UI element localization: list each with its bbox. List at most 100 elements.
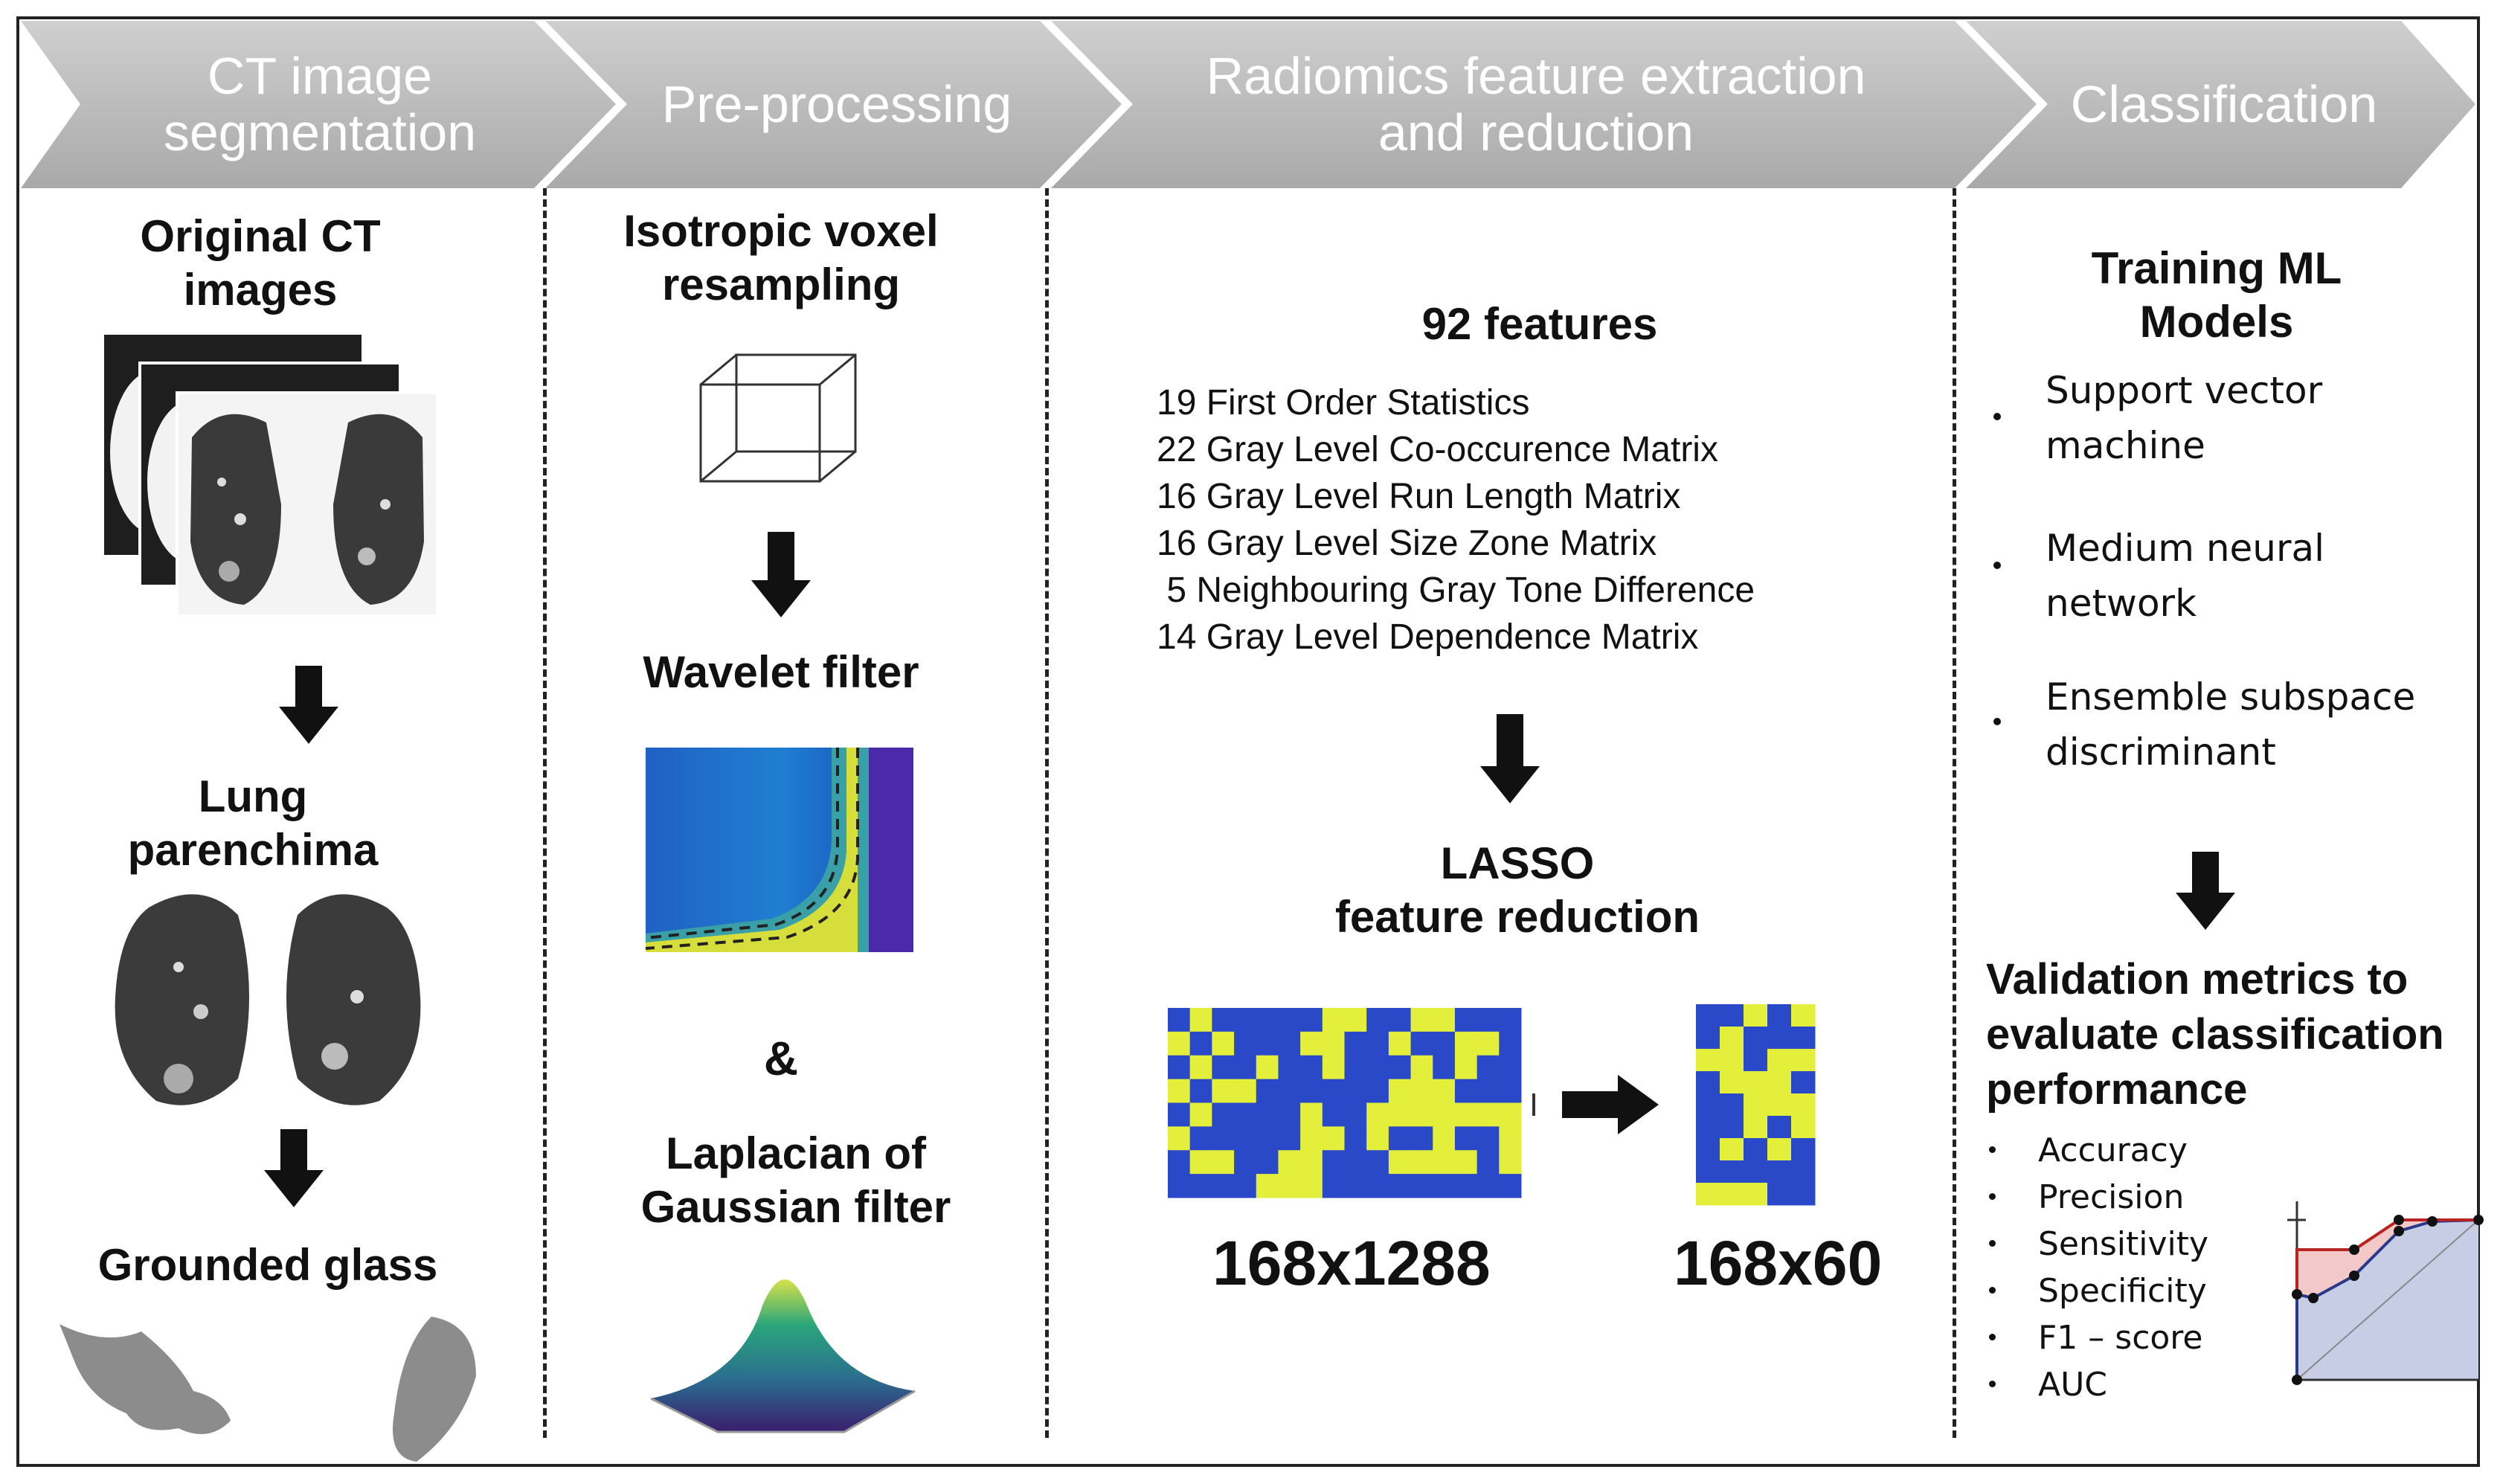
heatmap-cell — [1322, 1055, 1345, 1080]
heatmap-cell — [1300, 1174, 1323, 1198]
heatmap-cell — [1278, 1102, 1301, 1127]
heatmap-cell — [1696, 1183, 1720, 1206]
heatmap-cell — [1278, 1055, 1301, 1080]
heatmap-cell — [1410, 1008, 1433, 1032]
heatmap-cell — [1256, 1150, 1279, 1175]
heatmap-cell — [1454, 1126, 1478, 1151]
heatmap-cell — [1189, 1079, 1212, 1103]
column-divider — [1953, 188, 1956, 1438]
heatmap-cell — [1499, 1031, 1522, 1056]
feature-matrix-after — [1696, 1004, 1816, 1206]
bullet-dot — [1993, 413, 2001, 420]
heatmap-cell — [1212, 1174, 1235, 1198]
original-ct-label: Original CT images — [140, 211, 381, 315]
heatmap-cell — [1212, 1079, 1235, 1103]
heatmap-cell — [1212, 1150, 1235, 1175]
heatmap-cell — [1696, 1093, 1720, 1117]
heatmap-cell — [1767, 1049, 1792, 1072]
heatmap-cell — [1499, 1126, 1522, 1151]
heatmap-cell — [1791, 1138, 1816, 1161]
feature-matrix-before — [1168, 1008, 1522, 1198]
heatmap-cell — [1720, 1183, 1744, 1206]
heatmap-cell — [1476, 1150, 1500, 1175]
heatmap-cell — [1767, 1071, 1792, 1094]
isotropic-voxel-label: Isotropic voxel resampling — [623, 206, 939, 309]
heatmap-cell — [1410, 1126, 1433, 1151]
stage-chevron-4 — [1966, 21, 2475, 188]
heatmap-cell — [1720, 1027, 1744, 1050]
ct-image-stack — [101, 332, 439, 617]
heatmap-cell — [1767, 1116, 1792, 1139]
feature-item: 16 Gray Level Run Length Matrix — [1157, 477, 1681, 516]
heatmap-cell — [1212, 1126, 1235, 1151]
heatmap-cell — [1476, 1174, 1500, 1198]
laplacian-filter-label: Laplacian of Gaussian filter — [640, 1128, 951, 1232]
grounded-glass-label: Grounded glass — [97, 1240, 438, 1290]
grounded-glass-image — [60, 1317, 476, 1462]
heatmap-cell — [1388, 1174, 1412, 1198]
heatmap-cell — [1168, 1102, 1191, 1127]
stage-title-preprocessing: Pre-processing — [661, 74, 1012, 133]
heatmap-cell — [1322, 1174, 1345, 1198]
bullet-dot — [1989, 1193, 1996, 1200]
heatmap-cell — [1189, 1031, 1212, 1056]
heatmap-cell — [1767, 1093, 1792, 1117]
heatmap-cell — [1388, 1055, 1412, 1080]
heatmap-cell — [1720, 1116, 1744, 1139]
heatmap-cell — [1322, 1102, 1345, 1127]
heatmap-cell — [1410, 1055, 1433, 1080]
bullet-dot — [1989, 1334, 1996, 1340]
heatmap-cell — [1791, 1160, 1816, 1183]
heatmap-cell — [1212, 1031, 1235, 1056]
heatmap-cell — [1499, 1079, 1522, 1103]
heatmap-cell — [1433, 1055, 1456, 1080]
heatmap-cell — [1476, 1031, 1500, 1056]
heatmap-cell — [1256, 1102, 1279, 1127]
bullet-dot — [1989, 1240, 1996, 1247]
heatmap-cell — [1344, 1150, 1367, 1175]
feature-item: 5 Neighbouring Gray Tone Difference — [1157, 571, 1755, 610]
metric-label: Precision — [2038, 1178, 2185, 1216]
heatmap-cell — [1744, 1004, 1768, 1027]
heatmap-cell — [1366, 1126, 1389, 1151]
heatmap-cell — [1278, 1126, 1301, 1151]
heatmap-cell — [1791, 1093, 1816, 1117]
heatmap-cell — [1410, 1150, 1433, 1175]
heatmap-cell — [1499, 1174, 1522, 1198]
heatmap-cell — [1344, 1174, 1367, 1198]
heatmap-cell — [1696, 1049, 1720, 1072]
stage-title-radiomics: Radiomics feature extraction and reducti… — [1206, 46, 1866, 161]
bullet-dot — [1989, 1381, 1996, 1387]
down-arrow-icon — [751, 532, 811, 617]
heatmap-cell — [1720, 1071, 1744, 1094]
feature-list: 19 First Order Statistics 22 Gray Level … — [1157, 379, 1755, 661]
heatmap-cell — [1300, 1079, 1323, 1103]
heatmap-cell — [1168, 1031, 1191, 1056]
bullet-dot — [1989, 1146, 1996, 1153]
heatmap-cell — [1744, 1049, 1768, 1072]
heatmap-cell — [1168, 1079, 1191, 1103]
heatmap-cell — [1720, 1160, 1744, 1183]
heatmap-cell — [1696, 1071, 1720, 1094]
heatmap-cell — [1454, 1079, 1478, 1103]
roc-curve-icon — [2287, 1201, 2484, 1385]
lasso-label: LASSO feature reduction — [1334, 838, 1700, 942]
heatmap-cell — [1744, 1183, 1768, 1206]
heatmap-cell — [1476, 1079, 1500, 1103]
heatmap-cell — [1720, 1093, 1744, 1117]
heatmap-cell — [1696, 1116, 1720, 1139]
heatmap-cell — [1744, 1093, 1768, 1117]
heatmap-cell — [1499, 1055, 1522, 1080]
heatmap-cell — [1322, 1150, 1345, 1175]
stage-chevron-2 — [545, 21, 1122, 188]
heatmap-cell — [1388, 1102, 1412, 1127]
heatmap-cell — [1720, 1049, 1744, 1072]
heatmap-cell — [1234, 1008, 1257, 1032]
heatmap-cell — [1189, 1102, 1212, 1127]
heatmap-cell — [1454, 1055, 1478, 1080]
heatmap-cell — [1168, 1055, 1191, 1080]
heatmap-cell — [1720, 1004, 1744, 1027]
heatmap-cell — [1300, 1102, 1323, 1127]
lung-parenchyma-image — [115, 894, 421, 1105]
heatmap-cell — [1433, 1174, 1456, 1198]
